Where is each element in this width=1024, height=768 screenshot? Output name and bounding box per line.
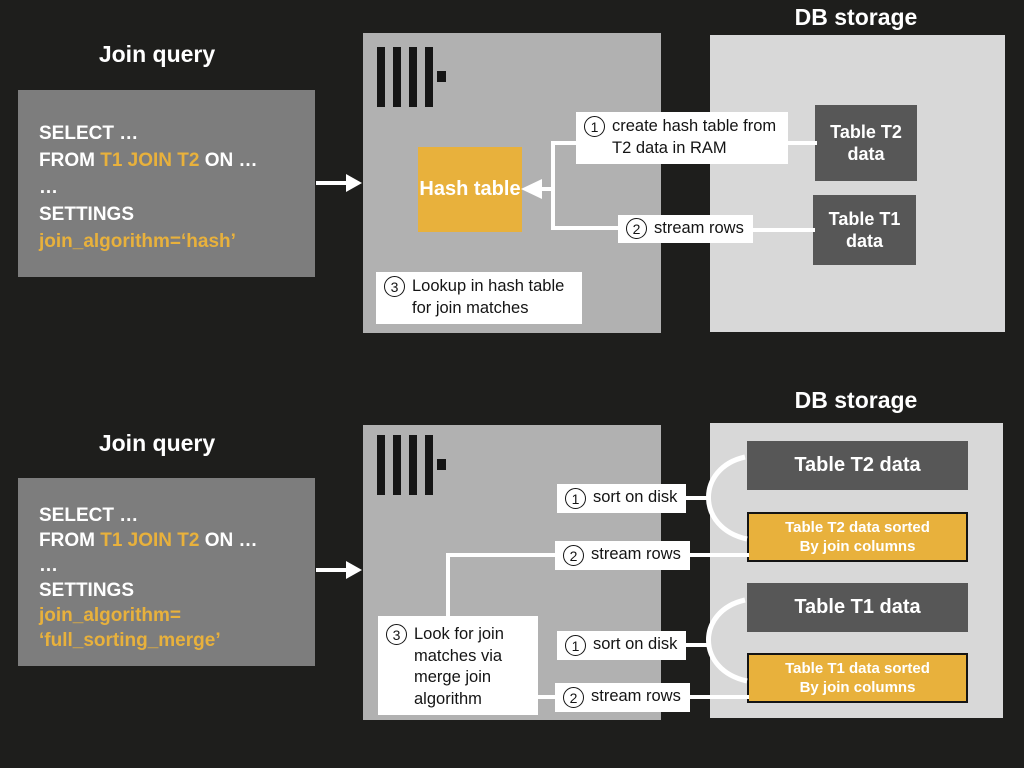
step3-merge-join-label: 3 Look for join matches via merge join a… xyxy=(378,616,538,715)
sql-on-clause: ON … xyxy=(199,530,258,551)
t1-sorted-line2: By join columns xyxy=(799,679,916,696)
sort-on-disk-t2-label: 1 sort on disk xyxy=(557,484,687,513)
table-t2-data-box: Table T2 data xyxy=(747,441,968,490)
merge-join-sql-box: SELECT … FROM T1 JOIN T2 ON … … SETTINGS… xyxy=(18,478,315,666)
step2-number-icon: 2 xyxy=(563,544,584,566)
sql-from-keyword: FROM xyxy=(39,150,101,171)
stream-rows-t2-label: 2 stream rows xyxy=(555,541,690,570)
arrow-query-to-server-top-icon xyxy=(316,174,362,192)
table-t2-sorted-box: Table T2 data sorted By join columns xyxy=(747,512,968,562)
step2-number-icon: 2 xyxy=(626,218,647,239)
sql-join-tables: T1 JOIN T2 xyxy=(100,150,200,171)
table-t2-data-box: Table T2 data xyxy=(815,105,917,181)
merge-db-storage-title: DB storage xyxy=(794,387,918,413)
stream-rows-text: stream rows xyxy=(591,687,681,706)
sql-line-select: SELECT … xyxy=(39,505,139,526)
sql-on-clause: ON … xyxy=(199,150,258,171)
table-t1-data-box: Table T1 data xyxy=(747,583,968,632)
sort-on-disk-text: sort on disk xyxy=(593,635,678,654)
stream-rows-text: stream rows xyxy=(591,545,681,564)
sql-line-join-algorithm: join_algorithm=‘hash’ xyxy=(39,231,236,252)
step1-number-icon: 1 xyxy=(565,487,586,509)
table-t1-sorted-box: Table T1 data sorted By join columns xyxy=(747,653,968,703)
step1-create-hash-table-label: 1 create hash table from T2 data in RAM xyxy=(576,112,788,164)
hash-db-storage-box xyxy=(710,35,1005,332)
sort-on-disk-t1-label: 1 sort on disk xyxy=(557,631,687,660)
table-t1-data-box: Table T1 data xyxy=(813,195,916,265)
sql-line-settings: SETTINGS xyxy=(39,204,135,225)
step3-lookup-label: 3 Lookup in hash table for join matches xyxy=(376,272,582,324)
sort-on-disk-text: sort on disk xyxy=(593,488,678,507)
step2-stream-rows-label: 2 stream rows xyxy=(618,215,753,243)
step1-number-icon: 1 xyxy=(584,116,605,137)
step1-text: create hash table from T2 data in RAM xyxy=(612,117,777,157)
t2-sorted-line2: By join columns xyxy=(799,538,916,555)
sql-line-from: FROM T1 JOIN T2 ON … xyxy=(39,147,295,174)
t2-sorted-line1: Table T2 data sorted xyxy=(785,519,930,536)
hash-join-query-title: Join query xyxy=(98,41,216,67)
sql-from-keyword: FROM xyxy=(39,530,101,551)
clickhouse-logo-icon xyxy=(377,47,446,107)
hash-db-storage-title: DB storage xyxy=(794,4,918,30)
clickhouse-logo-icon xyxy=(377,435,446,495)
sql-line-ellipsis: … xyxy=(39,177,58,198)
step3-number-icon: 3 xyxy=(384,276,405,297)
t1-sorted-line1: Table T1 data sorted xyxy=(785,660,930,677)
hash-table-box: Hash table xyxy=(418,147,522,232)
sql-line-join-algorithm: join_algorithm= xyxy=(39,605,181,626)
sql-join-tables: T1 JOIN T2 xyxy=(100,530,200,551)
merge-join-query-title: Join query xyxy=(98,430,216,456)
sql-line-algorithm-value: ‘full_sorting_merge’ xyxy=(39,630,221,651)
sql-line-from: FROM T1 JOIN T2 ON … xyxy=(39,528,295,553)
arrow-query-to-server-bottom-icon xyxy=(316,561,362,579)
step2-text: stream rows xyxy=(654,218,744,237)
step2-number-icon: 2 xyxy=(563,686,584,708)
step3-text: Lookup in hash table for join matches xyxy=(412,277,565,317)
hash-join-sql-box: SELECT … FROM T1 JOIN T2 ON … … SETTINGS… xyxy=(18,90,315,277)
step3-text: Look for join matches via merge join alg… xyxy=(414,625,504,708)
sql-line-select: SELECT … xyxy=(39,123,139,144)
step1-number-icon: 1 xyxy=(565,634,586,656)
sql-line-ellipsis: … xyxy=(39,555,58,576)
step3-number-icon: 3 xyxy=(386,624,407,645)
stream-rows-t1-label: 2 stream rows xyxy=(555,683,690,712)
sql-line-settings: SETTINGS xyxy=(39,580,135,601)
